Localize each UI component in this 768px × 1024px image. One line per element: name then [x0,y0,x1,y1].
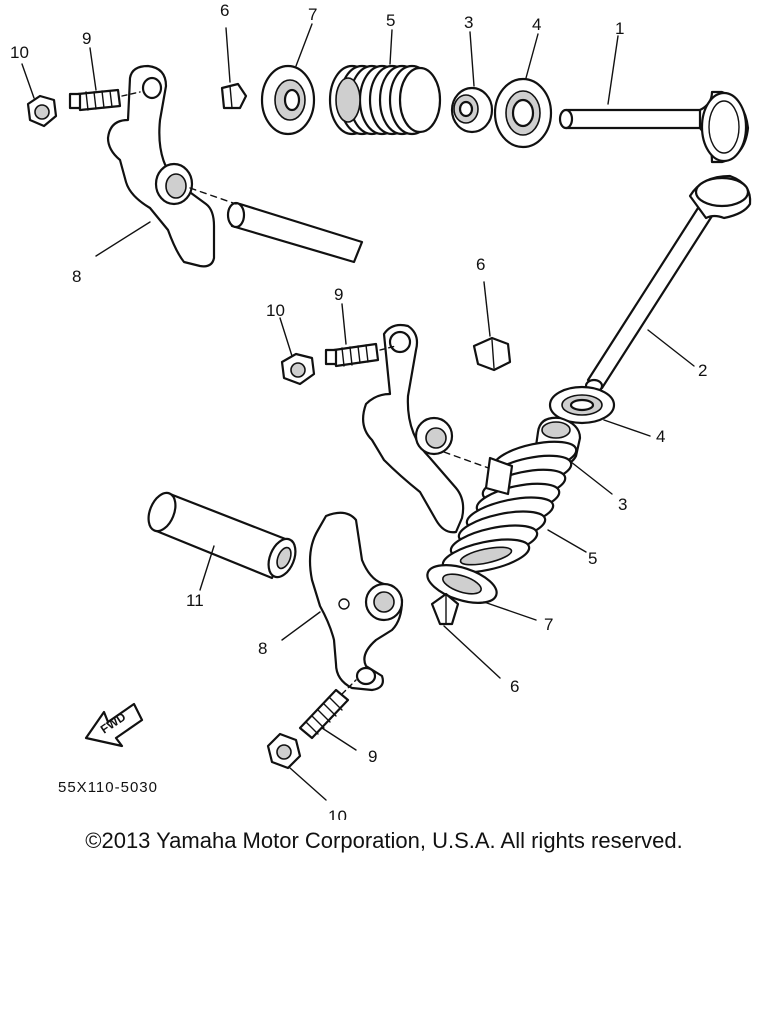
callout-9-mid: 9 [334,285,343,304]
valve-2-part [584,174,752,394]
adjust-screw-9-mid-part [324,342,397,368]
callout-5-mid: 5 [588,549,597,568]
fwd-arrow-icon: FWD [84,702,144,748]
callout-2: 2 [698,361,707,380]
copyright-notice: ©2013 Yamaha Motor Corporation, U.S.A. A… [85,828,683,853]
rocker-arm-8-top-part [106,64,216,268]
callout-11: 11 [186,591,204,610]
spring-seat-4-mid-part [548,385,616,425]
valve-cotter-6-part [220,82,248,110]
callout-6-lower: 6 [510,677,519,696]
locknut-10-lower-part [266,732,302,770]
callout-6-mid: 6 [476,255,485,274]
callout-4-mid: 4 [656,427,665,446]
valve-cotter-6-mid-part [430,592,460,626]
callout-9-top: 9 [82,29,91,48]
spring-retainer-7-part [260,64,316,136]
valve-spring-5-mid-part [441,440,578,574]
locknut-10-top-part [26,94,58,128]
valve-spring-5-part [328,64,442,136]
callout-10-top: 10 [10,43,29,62]
spring-retainer-7-mid-part [426,564,498,604]
rocker-shaft-11-part [147,491,297,580]
valve-1-part [558,90,750,164]
rocker-arm-8-lower-part [308,511,404,692]
adjust-screw-9-top-part [68,88,141,112]
oil-seal-3-part [450,86,494,134]
callout-1: 1 [615,19,624,38]
callout-8-top: 8 [72,267,81,286]
callout-7-mid: 7 [544,615,553,634]
callout-8-lower: 8 [258,639,267,658]
callout-3-top: 3 [464,13,473,32]
callout-4-top: 4 [532,15,541,34]
callout-9-lower: 9 [368,747,377,766]
callout-10-lower: 10 [328,807,347,820]
callout-5-top: 5 [386,11,395,30]
callout-7-top: 7 [308,5,317,24]
spring-seat-4-part [493,77,553,149]
parts-diagram: FWD 55X110-5030 1 2 3 3 4 4 5 5 6 6 6 7 … [10,1,752,820]
callout-6-top: 6 [220,1,229,20]
diagram-code: 55X110-5030 [58,779,158,796]
callout-10-mid: 10 [266,301,285,320]
valve-cotter-6-upper-part [472,336,512,372]
leader-lines [21,23,695,801]
callout-3-mid: 3 [618,495,627,514]
rocker-arm-mid-upper-part [361,323,514,534]
rocker-shaft-top-part [189,187,364,264]
adjust-screw-9-lower-part [298,679,357,740]
locknut-10-mid-part [280,352,316,386]
